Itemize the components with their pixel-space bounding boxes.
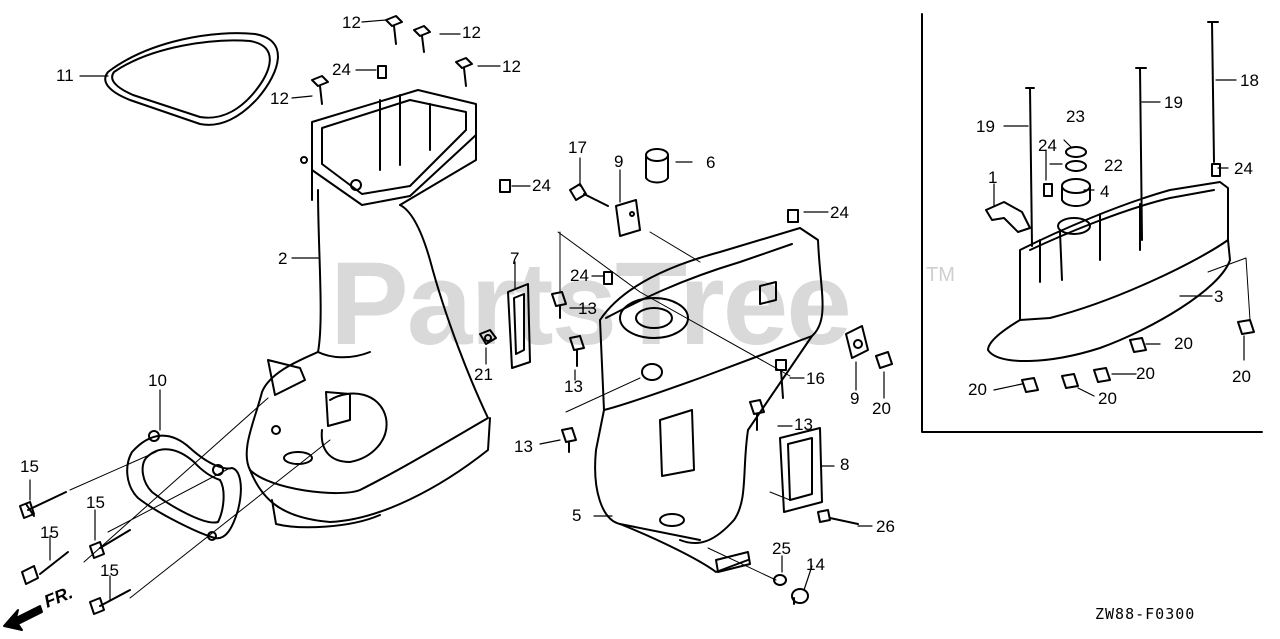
- callout-20c: 20: [1136, 364, 1155, 383]
- callout-1: 1: [988, 168, 998, 187]
- leader-lines: [29, 19, 1245, 601]
- bolt-part-17: [569, 183, 609, 207]
- nuts-part-20: [1021, 319, 1255, 393]
- trademark-mark: TM: [926, 264, 955, 286]
- callout-9a: 9: [614, 152, 624, 171]
- callout-17: 17: [568, 138, 587, 157]
- callout-2: 2: [278, 249, 288, 268]
- callout-23: 23: [1066, 107, 1085, 126]
- water-screen-part-8: [779, 427, 823, 513]
- callout-13c: 13: [794, 415, 813, 434]
- nut-part-4: [1061, 178, 1091, 207]
- assembly-lines: [69, 231, 1251, 599]
- callout-7: 7: [510, 249, 520, 268]
- callout-26: 26: [876, 517, 895, 536]
- callout-15c: 15: [40, 523, 59, 542]
- callout-19a: 19: [976, 117, 995, 136]
- callout-20e: 20: [1098, 389, 1117, 408]
- callout-13b: 13: [564, 377, 583, 396]
- inset-frame: [921, 13, 1263, 433]
- nut-part-20a: [875, 351, 893, 369]
- callout-20b: 20: [1174, 334, 1193, 353]
- bolt-part-16: [775, 359, 787, 399]
- bolt-part-26: [817, 509, 859, 525]
- callout-11: 11: [56, 66, 74, 85]
- washers-parts-22-23: [1065, 146, 1087, 172]
- drawing-number: ZW88-F0300: [1095, 605, 1196, 623]
- plug-part-14: [791, 588, 809, 605]
- studs-parts-18-19: [1025, 21, 1219, 247]
- callout-16: 16: [806, 369, 825, 388]
- callout-13d: 13: [514, 437, 533, 456]
- callout-12c: 12: [502, 57, 521, 76]
- dowels-part-24: [377, 65, 1221, 285]
- washer-part-25: [773, 574, 787, 586]
- callout-8: 8: [840, 455, 850, 474]
- bolts-part-13: [551, 291, 765, 453]
- callout-24c: 24: [830, 203, 849, 222]
- housing-part-3: [987, 181, 1231, 362]
- exhaust-plate-part-10: [126, 430, 242, 541]
- nut-part-21: [479, 329, 497, 345]
- callout-22: 22: [1104, 156, 1123, 175]
- callout-9b: 9: [850, 389, 860, 408]
- callout-15a: 15: [20, 457, 39, 476]
- callout-25: 25: [772, 539, 791, 558]
- callout-24e: 24: [1038, 136, 1057, 155]
- callout-15b: 15: [86, 493, 105, 512]
- gear-case-part-5: [594, 227, 824, 573]
- anode-part-9a: [615, 199, 641, 237]
- callout-4: 4: [1100, 182, 1110, 201]
- callout-3: 3: [1214, 287, 1224, 306]
- callout-24f: 24: [1234, 159, 1253, 178]
- callout-24a: 24: [332, 60, 351, 79]
- bushing-part-6: [645, 148, 669, 184]
- callout-20d: 20: [968, 380, 987, 399]
- extension-case-part-2: [245, 89, 491, 529]
- gasket-part-11: [104, 32, 279, 126]
- callout-5: 5: [572, 506, 582, 525]
- bolts-part-12: [311, 15, 473, 105]
- callout-15d: 15: [100, 561, 119, 580]
- callout-13a: 13: [578, 299, 597, 318]
- callout-20a: 20: [872, 399, 891, 418]
- bracket-part-1: [985, 201, 1031, 233]
- callout-20f: 20: [1232, 367, 1251, 386]
- callout-12a: 12: [342, 13, 361, 32]
- callout-18: 18: [1240, 71, 1259, 90]
- callout-6: 6: [706, 153, 716, 172]
- callout-12d: 12: [270, 89, 289, 108]
- callout-12b: 12: [462, 23, 481, 42]
- callout-10: 10: [148, 371, 167, 390]
- callout-24b: 24: [532, 176, 551, 195]
- watermark-text: PartsTree: [330, 238, 852, 370]
- water-screen-part-7: [507, 283, 531, 369]
- callout-14: 14: [806, 555, 825, 574]
- bolts-part-15: [19, 491, 131, 615]
- anode-part-9b: [845, 325, 869, 359]
- callout-24d: 24: [570, 266, 589, 285]
- front-arrow-icon: [3, 605, 43, 631]
- callout-19b: 19: [1164, 93, 1183, 112]
- callout-21: 21: [474, 365, 493, 384]
